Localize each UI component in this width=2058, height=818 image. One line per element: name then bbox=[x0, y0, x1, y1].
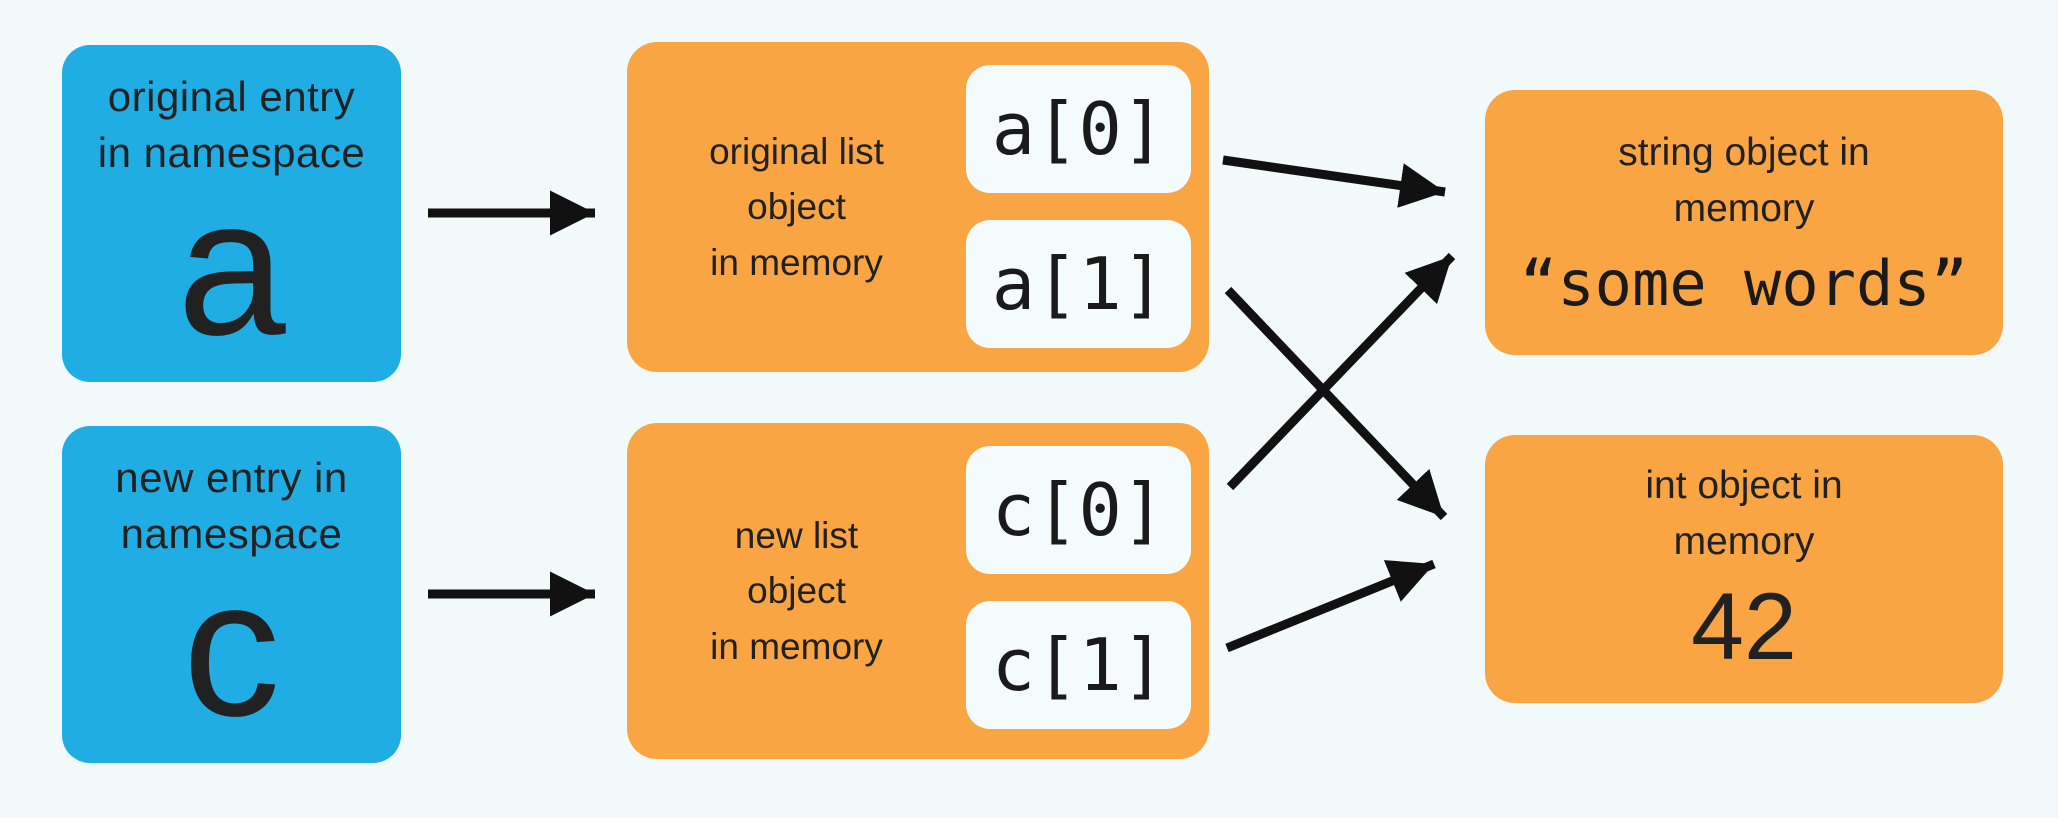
caption-line: int object in bbox=[1645, 464, 1843, 508]
list-slot-a0: a[0] bbox=[966, 65, 1191, 193]
list-object-box-a-caption: original list object in memory bbox=[627, 42, 966, 372]
caption-line: new list bbox=[734, 514, 859, 556]
string-object-caption: string object in memory bbox=[1618, 125, 1869, 236]
string-object-value: “some words” bbox=[1520, 247, 1968, 321]
namespace-box-a-caption: original entry in namespace bbox=[98, 69, 366, 181]
namespace-box-c-caption: new entry in namespace bbox=[115, 450, 347, 562]
int-object-caption: int object in memory bbox=[1645, 458, 1842, 569]
caption-line: memory bbox=[1673, 186, 1815, 230]
caption-line: in namespace bbox=[97, 128, 366, 176]
int-object-box: int object in memory 42 bbox=[1485, 435, 2003, 703]
arrow-a0-to-string-object bbox=[1222, 155, 1446, 208]
arrow-c0-to-string-object bbox=[1226, 252, 1456, 491]
caption-line: object bbox=[747, 186, 846, 228]
arrow-c1-to-int-object bbox=[1225, 559, 1436, 653]
list-object-box-c-caption: new list object in memory bbox=[627, 423, 966, 759]
variable-name-c: c bbox=[182, 538, 281, 757]
caption-line: new entry in bbox=[115, 454, 348, 501]
caption-line: string object in bbox=[1618, 131, 1870, 175]
namespace-box-c: new entry in namespace c bbox=[62, 426, 401, 763]
caption-line: namespace bbox=[120, 509, 343, 557]
caption-line: original entry bbox=[107, 73, 356, 120]
list-object-box-a: original list object in memory a[0] a[1] bbox=[627, 42, 1209, 372]
caption-line: in memory bbox=[710, 625, 883, 667]
arrow-a1-to-int-object bbox=[1224, 286, 1448, 521]
namespace-box-a: original entry in namespace a bbox=[62, 45, 401, 382]
caption-line: original list bbox=[709, 130, 884, 172]
list-slot-a1: a[1] bbox=[966, 220, 1191, 348]
int-object-value: 42 bbox=[1691, 574, 1797, 681]
list-slot-c1: c[1] bbox=[966, 601, 1191, 729]
caption-line: object bbox=[747, 570, 846, 612]
string-object-box: string object in memory “some words” bbox=[1485, 90, 2003, 355]
variable-name-a: a bbox=[177, 157, 286, 376]
list-object-box-c: new list object in memory c[0] c[1] bbox=[627, 423, 1209, 759]
list-slot-c0: c[0] bbox=[966, 446, 1191, 574]
caption-line: in memory bbox=[710, 241, 883, 283]
caption-line: memory bbox=[1673, 519, 1815, 563]
